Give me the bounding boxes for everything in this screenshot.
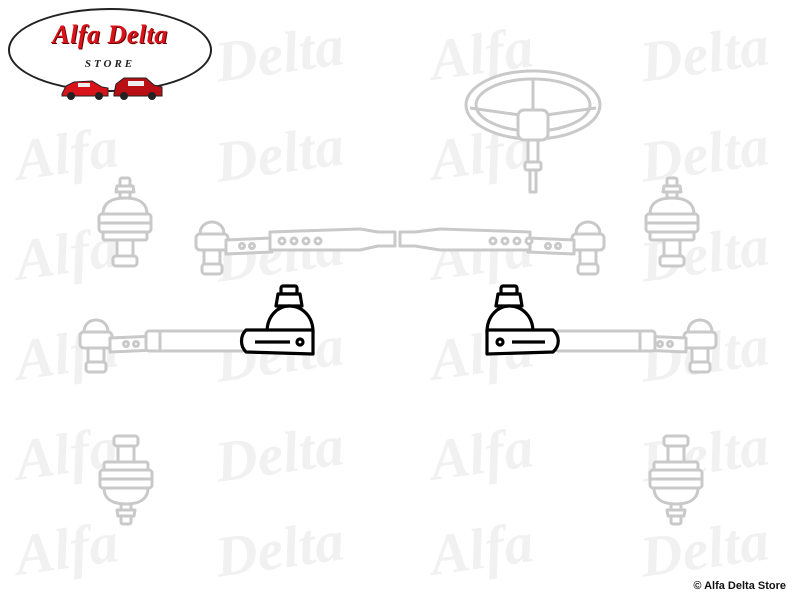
tierod-end-inner-right-highlight: [485, 284, 560, 356]
tierod-upper-right: [398, 220, 606, 276]
red-car-right-icon: [113, 77, 163, 100]
logo-brand-text: Alfa Delta: [52, 20, 168, 49]
logo-cars-icon: [61, 77, 163, 100]
store-logo[interactable]: Alfa Delta STORE: [8, 8, 212, 100]
tierod-middle-right-outer: [553, 318, 718, 374]
logo-oval: [8, 8, 212, 92]
balljoint-lower-left: [98, 434, 154, 526]
tierod-end-inner-left-highlight: [239, 284, 315, 356]
tierod-upper-left: [194, 220, 397, 276]
steering-wheel-part: [464, 69, 602, 194]
balljoint-upper-right: [644, 176, 700, 268]
red-car-left-icon: [61, 80, 109, 100]
copyright-notice: © Alfa Delta Store: [693, 580, 786, 592]
highlighted-parts: [239, 284, 560, 356]
tierod-middle-left-outer: [78, 318, 248, 374]
balljoint-lower-right: [648, 434, 704, 526]
logo-store-text: STORE: [84, 58, 136, 70]
balljoint-upper-left: [97, 176, 153, 268]
faded-parts: [78, 69, 718, 526]
